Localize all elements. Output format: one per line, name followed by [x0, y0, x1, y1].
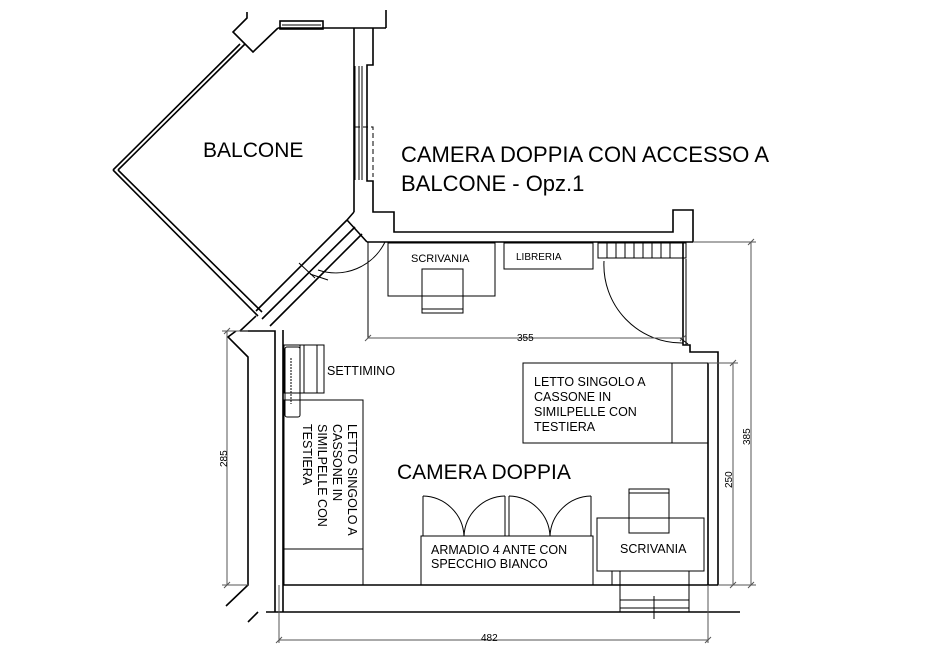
svg-text:SIMILPELLE CON: SIMILPELLE CON: [315, 424, 329, 527]
dresser-label: SETTIMINO: [327, 364, 395, 378]
svg-text:ARMADIO 4 ANTE CON: ARMADIO 4 ANTE CON: [431, 543, 567, 557]
dimension-bottom: [275, 585, 712, 644]
desk-top: [387, 242, 496, 314]
svg-text:TESTIERA: TESTIERA: [300, 424, 314, 486]
room-label: CAMERA DOPPIA: [397, 461, 571, 484]
svg-text:CAMERA DOPPIA CON ACCESSO A: CAMERA DOPPIA CON ACCESSO A: [401, 142, 769, 167]
dimension-right-inner-label: 250: [724, 471, 735, 488]
bed-left-label: LETTO SINGOLO A CASSONE IN SIMILPELLE CO…: [300, 424, 359, 536]
balcony-window-wall: [346, 28, 694, 242]
desk-top-label: SCRIVANIA: [411, 253, 470, 265]
svg-text:CASSONE IN: CASSONE IN: [534, 390, 611, 404]
radiator: [597, 242, 687, 259]
bed-right: [522, 362, 709, 444]
dimension-left-label: 285: [219, 450, 230, 467]
svg-text:SIMILPELLE CON: SIMILPELLE CON: [534, 405, 637, 419]
svg-text:LETTO SINGOLO A: LETTO SINGOLO A: [534, 375, 646, 389]
balcony-outline: [112, 10, 387, 317]
svg-text:TESTIERA: TESTIERA: [534, 420, 596, 434]
wardrobe-label: ARMADIO 4 ANTE CON SPECCHIO BIANCO: [431, 543, 567, 571]
plan-title: CAMERA DOPPIA CON ACCESSO A BALCONE - Op…: [401, 142, 769, 196]
desk-bottom-label: SCRIVANIA: [620, 542, 687, 556]
balcony-door[interactable]: [255, 219, 386, 327]
bed-left: [283, 399, 364, 586]
room-walls: [225, 241, 740, 623]
svg-text:CASSONE IN: CASSONE IN: [330, 424, 344, 501]
dresser: [283, 344, 325, 418]
bookshelf: [503, 242, 594, 270]
dimension-right-inner: [708, 359, 738, 589]
dimension-top-label: 355: [517, 333, 534, 344]
svg-text:LETTO SINGOLO A: LETTO SINGOLO A: [345, 424, 359, 536]
dimension-right-outer-label: 385: [742, 428, 753, 445]
desk-bottom: [596, 488, 705, 572]
svg-text:BALCONE - Opz.1: BALCONE - Opz.1: [401, 171, 584, 196]
wardrobe: [420, 495, 594, 586]
dimension-top: [364, 334, 687, 342]
balcony-label: BALCONE: [203, 139, 303, 162]
svg-text:SPECCHIO BIANCO: SPECCHIO BIANCO: [431, 557, 548, 571]
dimension-bottom-label: 482: [481, 633, 498, 644]
dimension-right-outer: [693, 238, 756, 589]
bed-right-label: LETTO SINGOLO A CASSONE IN SIMILPELLE CO…: [534, 375, 646, 434]
entry-door[interactable]: [603, 260, 689, 345]
bottom-window: [611, 571, 690, 619]
bookshelf-label: LIBRERIA: [516, 252, 562, 263]
dimension-left: [222, 327, 248, 589]
